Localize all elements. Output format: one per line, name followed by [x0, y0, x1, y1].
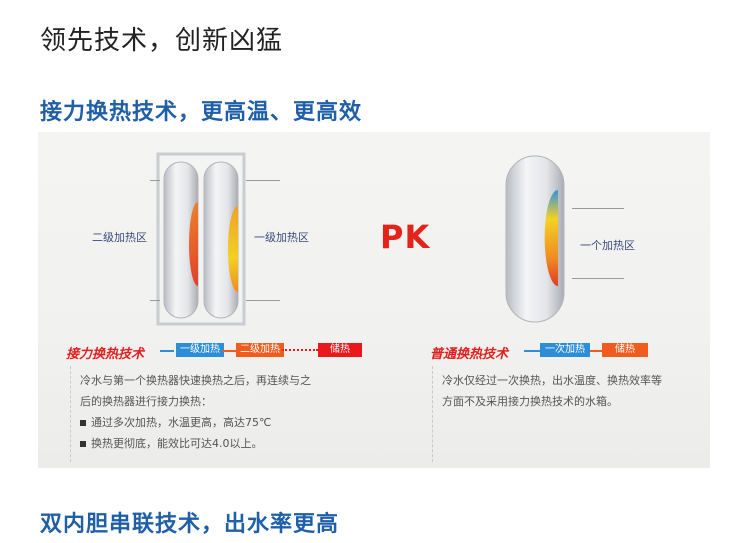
secondary-heating-zone-label: 二级加热区	[92, 231, 147, 244]
section-title-dual-liner: 双内胆串联技术，出水率更高	[40, 512, 340, 537]
stage-secondary-badge: 二级加热	[236, 343, 284, 357]
bullet-item: 通过多次加热，水温更高，高达75℃	[80, 412, 370, 433]
bullet-item: 换热更彻底，能效比可达4.0以上。	[80, 433, 370, 454]
normal-tech-title: 普通换热技术	[430, 347, 509, 362]
stage-single-badge: 一次加热	[540, 343, 590, 357]
relay-description: 冷水与第一个换热器快速换热之后，再连续与之 后的换热器进行接力换热： 通过多次加…	[80, 370, 370, 454]
relay-tech-title: 接力换热技术	[66, 347, 145, 362]
normal-desc-line2: 方面不及采用接力换热技术的水箱。	[442, 395, 618, 408]
page-heading: 领先技术，创新凶猛	[40, 26, 284, 56]
normal-desc-line1: 冷水仅经过一次换热，出水温度、换热效率等	[442, 374, 662, 387]
primary-heating-zone-label: 一级加热区	[254, 231, 309, 244]
dual-tank-illustration	[156, 152, 246, 326]
relay-desc-line2: 后的换热器进行接力换热：	[80, 395, 212, 408]
single-heating-zone-label: 一个加热区	[580, 239, 635, 252]
normal-description: 冷水仅经过一次换热，出水温度、换热效率等 方面不及采用接力换热技术的水箱。	[442, 370, 702, 412]
pk-versus-label: PK	[380, 218, 431, 256]
storage-badge-right: 储热	[602, 343, 648, 357]
stage-primary-badge: 一级加热	[176, 343, 224, 357]
storage-badge-left: 储热	[318, 343, 362, 357]
relay-desc-line1: 冷水与第一个换热器快速换热之后，再连续与之	[80, 374, 311, 387]
single-tank-illustration	[505, 155, 565, 323]
section-title-relay: 接力换热技术，更高温、更高效	[40, 100, 363, 125]
